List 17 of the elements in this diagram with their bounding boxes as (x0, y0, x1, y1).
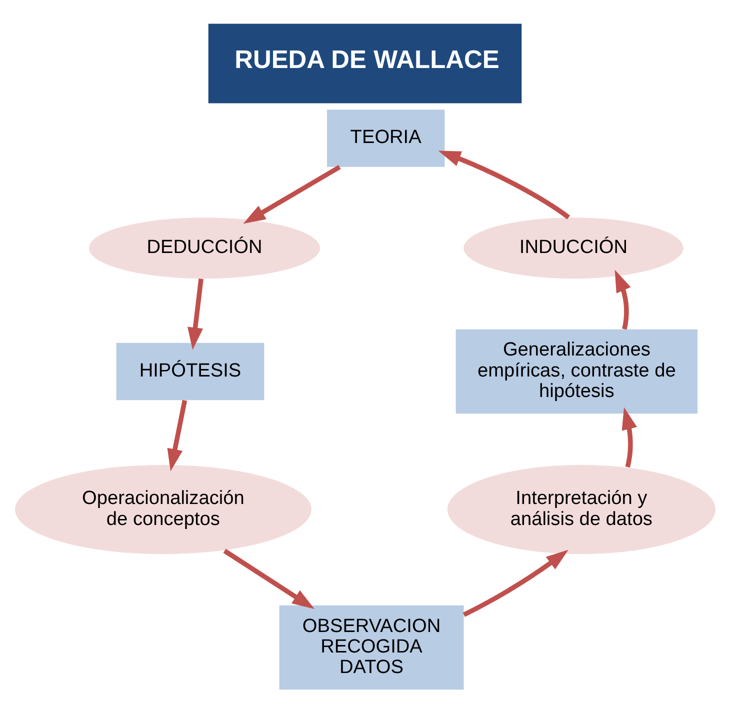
node-ellipse: INDUCCIÓN (464, 217, 684, 278)
arrow (167, 399, 188, 471)
arrow (223, 548, 314, 608)
arrow (462, 549, 568, 616)
diagram-title: RUEDA DE WALLACE (234, 45, 500, 74)
node-box: HIPÓTESIS (116, 342, 264, 400)
node-box: OBSERVACION RECOGIDA DATOS (279, 604, 464, 690)
arrow (614, 269, 631, 330)
arrow (622, 406, 637, 468)
node-box: Generalizaciones empíricas, contraste de hipótesis (456, 328, 698, 414)
node-ellipse: Operacionalización de conceptos (15, 464, 312, 554)
node-box: TEORIA (327, 109, 445, 166)
arrow (188, 278, 204, 350)
arrow (438, 150, 570, 219)
arrow (243, 164, 341, 224)
node-ellipse: DEDUCCIÓN (89, 217, 320, 278)
node-ellipse: Interpretación y análisis de datos (447, 464, 716, 554)
